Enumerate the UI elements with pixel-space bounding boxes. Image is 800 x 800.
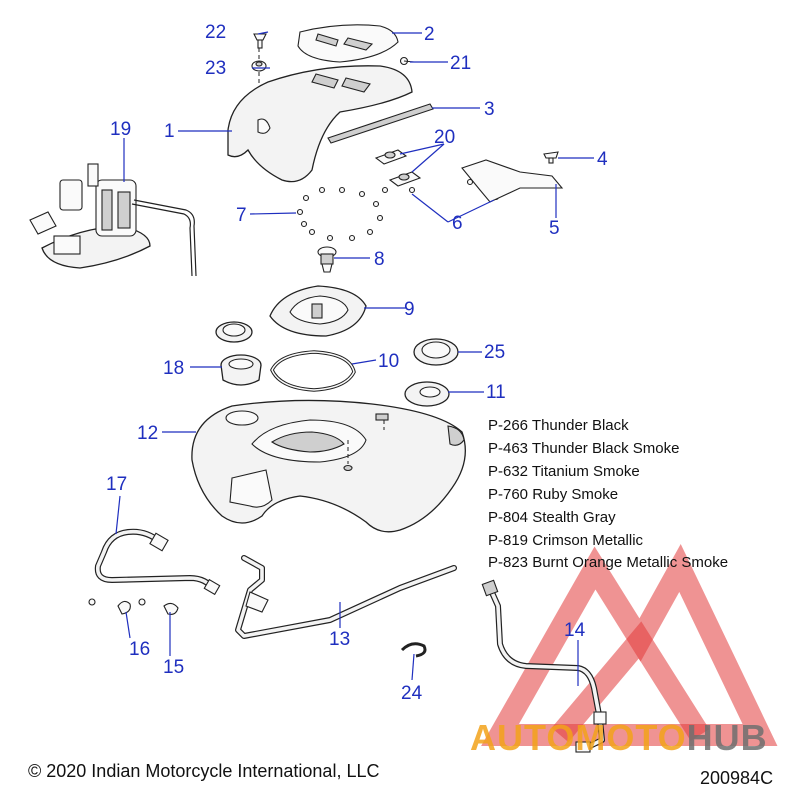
part-18-fuel-cap <box>220 354 262 386</box>
part-10-gasket <box>270 350 356 392</box>
watermark-triangle-shape <box>481 544 778 746</box>
callout-7: 7 <box>236 205 247 226</box>
part-20-mounts <box>374 149 422 187</box>
part-23-grommet <box>251 60 267 72</box>
callout-14: 14 <box>564 620 586 641</box>
callout-6: 6 <box>452 213 463 234</box>
part-5-bracket <box>461 159 564 203</box>
callout-11: 11 <box>486 382 506 403</box>
part-4-push-pin <box>543 151 559 164</box>
callout-12: 12 <box>137 423 158 444</box>
watermark-inner-shape <box>551 621 710 743</box>
callout-1: 1 <box>164 121 175 142</box>
callout-8: 8 <box>374 249 385 270</box>
part-11-cover-disc <box>404 381 450 407</box>
watermark-logo <box>481 544 778 746</box>
watermark-word-part1: AUTOMOTO <box>470 717 687 758</box>
callout-13: 13 <box>329 629 350 650</box>
paint-code-1: P-266 Thunder Black <box>488 417 629 434</box>
callout-24: 24 <box>401 683 423 704</box>
part-2-tank-top-plate <box>297 24 399 63</box>
part-1-tank-cover <box>227 65 413 183</box>
paint-code-list: P-266 Thunder Black P-463 Thunder Black … <box>488 417 728 571</box>
part-21-screw <box>399 56 415 66</box>
part-7-screw-ring <box>296 186 384 242</box>
paint-code-5: P-804 Stealth Gray <box>488 509 616 526</box>
part-3-seal-strip <box>327 103 434 144</box>
callout-3: 3 <box>484 99 495 120</box>
watermark-wordmark: AUTOMOTOHUB <box>470 717 768 758</box>
part-15-clamp <box>138 598 179 615</box>
callout-4: 4 <box>597 149 608 170</box>
diagram-code: 200984C <box>700 768 773 788</box>
callout-25: 25 <box>484 342 505 363</box>
part-24-clip <box>400 642 427 658</box>
callout-numbers: 22 2 23 21 19 1 3 20 4 7 6 5 8 9 25 10 1… <box>106 22 608 704</box>
callout-5: 5 <box>549 218 560 239</box>
callout-18: 18 <box>163 358 184 379</box>
callout-17: 17 <box>106 474 127 495</box>
part-22-bolt <box>253 33 267 49</box>
part-17-vent-hose <box>94 528 221 596</box>
callout-23: 23 <box>205 58 226 79</box>
callout-15: 15 <box>163 657 184 678</box>
callout-21: 21 <box>450 53 471 74</box>
ring-filler-seal <box>215 321 253 343</box>
part-8-sensor <box>317 246 337 273</box>
callout-16: 16 <box>129 639 150 660</box>
part-9-pump-flange <box>269 285 367 337</box>
callout-10: 10 <box>378 351 399 372</box>
copyright-text: © 2020 Indian Motorcycle International, … <box>28 761 379 781</box>
part-12-fuel-tank <box>191 399 466 533</box>
watermark-word-part2: HUB <box>687 717 768 758</box>
paint-code-2: P-463 Thunder Black Smoke <box>488 440 680 457</box>
callout-9: 9 <box>404 299 415 320</box>
part-25-ring <box>413 338 459 366</box>
part-16-clamp <box>88 598 131 615</box>
callout-22: 22 <box>205 22 226 43</box>
callout-19: 19 <box>110 119 131 140</box>
part-19-fuel-pump <box>29 163 197 277</box>
leader-lines <box>115 31 594 686</box>
callout-2: 2 <box>424 24 435 45</box>
paint-code-7: P-823 Burnt Orange Metallic Smoke <box>488 554 728 571</box>
paint-code-4: P-760 Ruby Smoke <box>488 486 618 503</box>
part-13-fuel-tube <box>235 555 457 639</box>
paint-code-6: P-819 Crimson Metallic <box>488 532 644 549</box>
paint-code-3: P-632 Titanium Smoke <box>488 463 640 480</box>
callout-20: 20 <box>434 127 455 148</box>
